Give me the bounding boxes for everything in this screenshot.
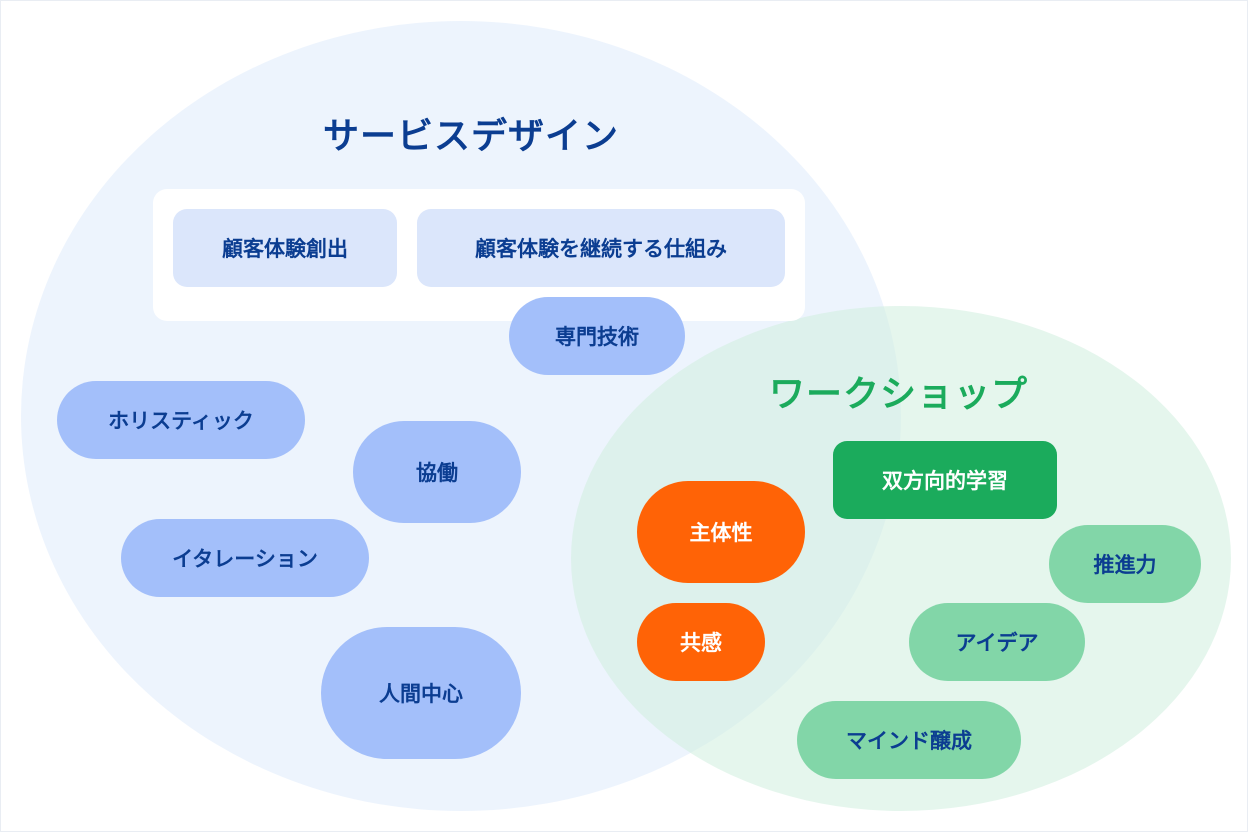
workshop-item-ideas: アイデア	[909, 603, 1085, 681]
shared-item-empathy: 共感	[637, 603, 765, 681]
workshop-item-interactive-learning: 双方向的学習	[833, 441, 1057, 519]
item-iteration: イタレーション	[121, 519, 369, 597]
shared-item-ownership: 主体性	[637, 481, 805, 583]
core-item-sustaining-mechanism: 顧客体験を継続する仕組み	[417, 209, 785, 287]
workshop-item-driving-force: 推進力	[1049, 525, 1201, 603]
item-human-centered: 人間中心	[321, 627, 521, 759]
item-expertise: 専門技術	[509, 297, 685, 375]
item-holistic: ホリスティック	[57, 381, 305, 459]
core-item-customer-experience-creation: 顧客体験創出	[173, 209, 397, 287]
service-design-title: サービスデザイン	[323, 116, 620, 157]
workshop-item-mindset: マインド醸成	[797, 701, 1021, 779]
workshop-title: ワークショップ	[769, 374, 1029, 415]
item-collaboration: 協働	[353, 421, 521, 523]
